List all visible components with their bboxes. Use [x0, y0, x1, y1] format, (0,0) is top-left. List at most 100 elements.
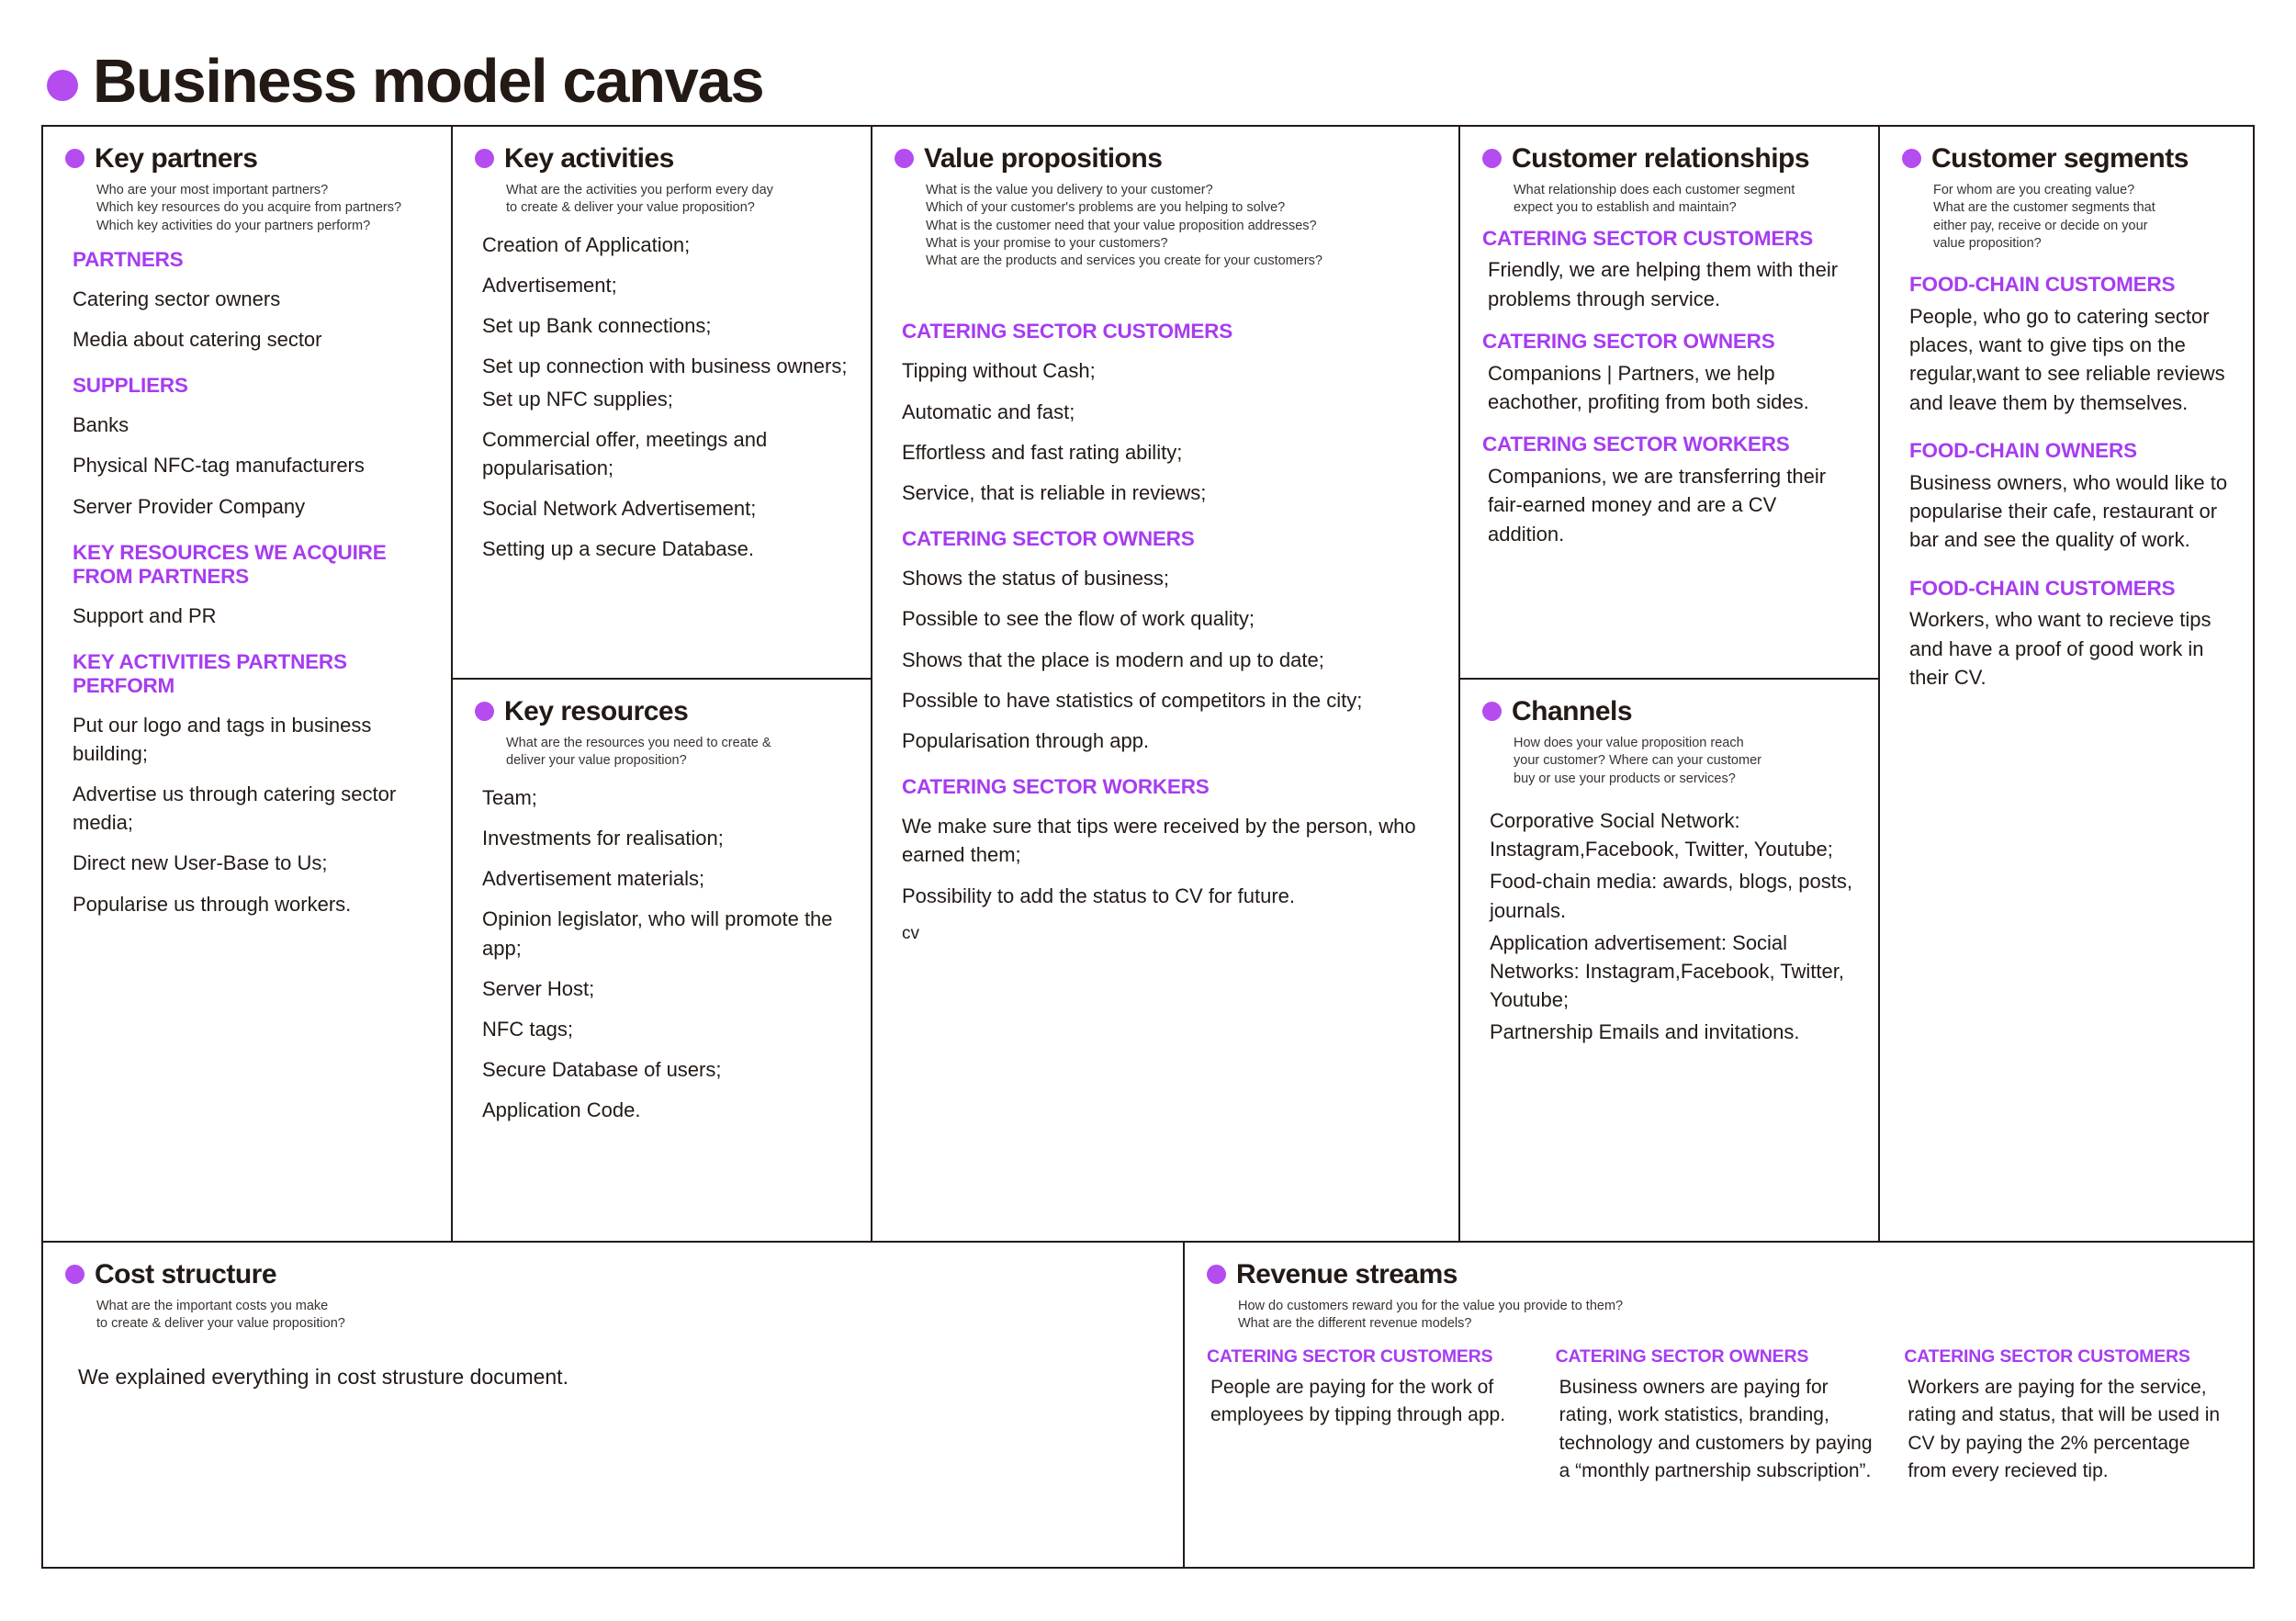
key-activities-body: Creation of Application; Advertisement; … [475, 231, 850, 564]
value-propositions-hint: What is the value you delivery to your c… [926, 183, 1322, 269]
list-item: We make sure that tips were received by … [902, 815, 1416, 867]
block-key-activities-resources: Key activities What are the activities y… [453, 127, 872, 1241]
group-title: CATERING SECTOR OWNERS [1482, 329, 1775, 353]
key-resources-hint: What are the resources you need to creat… [506, 736, 771, 769]
list-item: Food-chain media: awards, blogs, posts, … [1490, 870, 1852, 922]
key-partners-body: PARTNERS Catering sector owners Media ab… [65, 248, 431, 918]
channels-body: Corporative Social Network: Instagram,Fa… [1482, 806, 1858, 1047]
list-item: Advertisement materials; [482, 867, 705, 891]
key-activities-header: Key activities [475, 143, 850, 174]
cost-structure-header: Cost structure [65, 1259, 1163, 1289]
list-item: Media about catering sector [73, 327, 322, 351]
group-title: FOOD-CHAIN CUSTOMERS [1909, 273, 2176, 297]
revenue-streams-header: Revenue streams [1207, 1259, 2233, 1289]
group-title: CATERING SECTOR OWNERS [1555, 1345, 1809, 1367]
customer-segments-header: Customer segments [1902, 143, 2233, 174]
block-revenue-streams[interactable]: Revenue streams How do customers reward … [1185, 1243, 2253, 1567]
list-item: Support and PR [73, 603, 217, 627]
revenue-column: CATERING SECTOR CUSTOMERS People are pay… [1207, 1346, 1536, 1498]
key-partners-title: Key partners [95, 143, 258, 174]
block-key-partners[interactable]: Key partners Who are your most important… [43, 127, 453, 1241]
group-title: FOOD-CHAIN OWNERS [1909, 438, 2137, 462]
list-item: Set up Bank connections; [482, 314, 712, 338]
group-title: CATERING SECTOR WORKERS [1482, 433, 1790, 456]
revenue-streams-hint: How do customers reward you for the valu… [1238, 1299, 1624, 1332]
customer-relationships-body: CATERING SECTOR CUSTOMERS Friendly, we a… [1482, 227, 1858, 548]
key-partners-header: Key partners [65, 143, 431, 174]
list-item: Investments for realisation; [482, 826, 724, 850]
list-item: Physical NFC-tag manufacturers [73, 454, 365, 478]
group-title: CATERING SECTOR OWNERS [902, 527, 1195, 551]
key-resources-title: Key resources [504, 696, 689, 726]
page-title-text: Business model canvas [93, 46, 765, 116]
list-item: Direct new User-Base to Us; [73, 851, 328, 875]
revenue-column: CATERING SECTOR OWNERS Business owners a… [1556, 1346, 1885, 1498]
list-item: Possibility to add the status to CV for … [902, 884, 1295, 907]
list-item: Application Code. [482, 1098, 641, 1122]
key-partners-hint: Who are your most important partners? Wh… [96, 183, 402, 233]
block-channels[interactable]: Channels How does your value proposition… [1460, 678, 1878, 1241]
revenue-streams-title: Revenue streams [1236, 1259, 1458, 1289]
list-item: Shows the status of business; [902, 567, 1170, 591]
value-propositions-body: CATERING SECTOR CUSTOMERS Tipping withou… [895, 320, 1438, 946]
list-item: Service, that is reliable in reviews; [902, 480, 1207, 504]
customer-segments-body: FOOD-CHAIN CUSTOMERS People, who go to c… [1902, 273, 2233, 692]
group-title: CATERING SECTOR CUSTOMERS [902, 320, 1233, 343]
list-item: People, who go to catering sector places… [1909, 305, 2225, 414]
cost-structure-text: We explained everything in cost strustur… [78, 1364, 568, 1389]
bullet-icon [1902, 149, 1921, 168]
title-bullet-icon [47, 70, 78, 101]
bullet-icon [475, 149, 494, 168]
list-item: Opinion legislator, who will promote the… [482, 907, 833, 960]
revenue-streams-columns: CATERING SECTOR CUSTOMERS People are pay… [1207, 1346, 2233, 1498]
list-item: Banks [73, 413, 129, 437]
group-title: FOOD-CHAIN CUSTOMERS [1909, 576, 2176, 600]
list-item: Advertise us through catering sector med… [73, 782, 397, 835]
list-item: Commercial offer, meetings and popularis… [482, 427, 768, 479]
list-item: Advertisement; [482, 273, 617, 297]
bullet-icon [895, 149, 914, 168]
page-title: Business model canvas [41, 37, 2255, 125]
revenue-text: People are paying for the work of employ… [1210, 1376, 1506, 1426]
list-item: Tipping without Cash; [902, 359, 1096, 383]
value-propositions-header: Value propositions [895, 143, 1438, 174]
block-customer-segments[interactable]: Customer segments For whom are you creat… [1880, 127, 2253, 1241]
block-customer-relationships[interactable]: Customer relationships What relationship… [1460, 127, 1878, 678]
list-item: Put our logo and tags in business buildi… [73, 713, 372, 765]
list-item: Setting up a secure Database. [482, 537, 754, 561]
list-item: Popularise us through workers. [73, 892, 352, 916]
bullet-icon [475, 702, 494, 721]
group-title: CATERING SECTOR CUSTOMERS [1482, 226, 1814, 250]
list-item: Workers, who want to recieve tips and ha… [1909, 608, 2212, 689]
cost-structure-title: Cost structure [95, 1259, 277, 1289]
customer-relationships-hint: What relationship does each customer seg… [1514, 183, 1795, 216]
group-title: KEY ACTIVITIES PARTNERS PERFORM [73, 649, 347, 697]
bullet-icon [1207, 1265, 1226, 1284]
customer-segments-title: Customer segments [1931, 143, 2189, 174]
list-item: Corporative Social Network: Instagram,Fa… [1490, 808, 1833, 861]
customer-relationships-title: Customer relationships [1512, 143, 1810, 174]
bullet-icon [65, 149, 84, 168]
canvas-bottom-row: Cost structure What are the important co… [43, 1241, 2253, 1567]
list-item: Set up NFC supplies; [482, 387, 673, 411]
list-item: Shows that the place is modern and up to… [902, 647, 1324, 671]
list-item: Automatic and fast; [902, 400, 1075, 423]
block-cost-structure[interactable]: Cost structure What are the important co… [43, 1243, 1185, 1567]
key-resources-body: Team; Investments for realisation; Adver… [475, 783, 850, 1125]
list-item: Possible to have statistics of competito… [902, 688, 1363, 712]
revenue-text: Workers are paying for the service, rati… [1908, 1376, 2221, 1482]
block-key-activities[interactable]: Key activities What are the activities y… [453, 127, 871, 678]
block-key-resources[interactable]: Key resources What are the resources you… [453, 678, 871, 1241]
group-title: KEY RESOURCES WE ACQUIRE FROM PARTNERS [73, 540, 387, 588]
list-item: cv [902, 923, 919, 943]
key-resources-header: Key resources [475, 696, 850, 726]
canvas-top-row: Key partners Who are your most important… [43, 127, 2253, 1241]
list-item: Popularisation through app. [902, 729, 1150, 753]
group-title: PARTNERS [73, 247, 184, 271]
block-value-propositions[interactable]: Value propositions What is the value you… [872, 127, 1460, 1241]
block-relationships-channels: Customer relationships What relationship… [1460, 127, 1880, 1241]
list-item: Catering sector owners [73, 287, 281, 310]
list-item: Team; [482, 785, 537, 809]
list-item: Partnership Emails and invitations. [1490, 1020, 1800, 1044]
revenue-column: CATERING SECTOR CUSTOMERS Workers are pa… [1904, 1346, 2233, 1498]
